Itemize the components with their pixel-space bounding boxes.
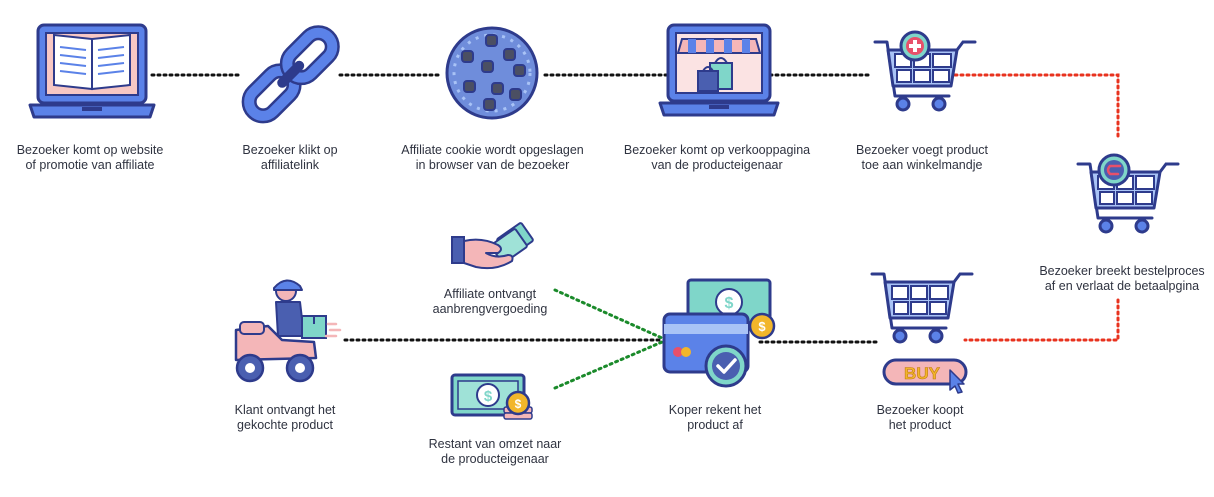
label-buy: Bezoeker koopt het product bbox=[850, 403, 990, 433]
delivery-scooter-icon bbox=[234, 279, 342, 383]
laptop-book-icon bbox=[28, 23, 156, 119]
label-buy-line2: het product bbox=[888, 418, 952, 432]
label-delivery-line1: Klant ontvangt het bbox=[234, 403, 336, 417]
label-cookie: Affiliate cookie wordt opgeslagen in bro… bbox=[385, 143, 600, 173]
label-delivery: Klant ontvangt het gekochte product bbox=[210, 403, 360, 433]
label-pay-line1: Koper rekent het bbox=[668, 403, 762, 417]
connector-addcart-abandon bbox=[953, 73, 1120, 142]
label-addcart-line1: Bezoeker voegt product bbox=[855, 143, 989, 157]
label-remainder-line1: Restant van omzet naar bbox=[428, 437, 562, 451]
connector-abandon-buy bbox=[963, 298, 1120, 342]
label-commission-line2: aanbrengvergoeding bbox=[432, 302, 548, 316]
cookie-icon bbox=[445, 26, 539, 120]
laptop-shop-icon bbox=[658, 23, 780, 117]
label-link-line1: Bezoeker klikt op bbox=[242, 143, 338, 157]
buy-button-text: BUY bbox=[904, 364, 941, 383]
label-delivery-line2: gekochte product bbox=[237, 418, 333, 432]
svg-text:$: $ bbox=[758, 319, 766, 334]
connector-pay-remainder bbox=[553, 340, 664, 390]
label-salespage-line1: Bezoeker komt op verkooppagina bbox=[623, 143, 811, 157]
cart-plus-icon bbox=[873, 30, 977, 112]
label-cookie-line2: in browser van de bezoeker bbox=[415, 158, 570, 172]
svg-text:$: $ bbox=[515, 397, 522, 411]
flow-connectors bbox=[150, 73, 1120, 390]
label-addcart: Bezoeker voegt product toe aan winkelman… bbox=[842, 143, 1002, 173]
label-link: Bezoeker klikt op affiliatelink bbox=[215, 143, 365, 173]
hand-money-icon bbox=[451, 222, 534, 270]
label-cookie-line1: Affiliate cookie wordt opgeslagen bbox=[401, 143, 584, 157]
label-website-line2: of promotie van affiliate bbox=[25, 158, 155, 172]
payment-card-icon: $ $ bbox=[662, 278, 776, 388]
label-commission: Affiliate ontvangt aanbrengvergoeding bbox=[415, 287, 565, 317]
label-pay: Koper rekent het product af bbox=[640, 403, 790, 433]
label-link-line2: affiliatelink bbox=[260, 158, 320, 172]
label-abandon-line2: af en verlaat de betaalpgina bbox=[1044, 279, 1200, 293]
label-pay-line2: product af bbox=[687, 418, 743, 432]
svg-text:$: $ bbox=[484, 388, 493, 405]
label-salespage-line2: van de producteigenaar bbox=[651, 158, 783, 172]
label-salespage: Bezoeker komt op verkooppagina van de pr… bbox=[612, 143, 822, 173]
label-website-line1: Bezoeker komt op website bbox=[16, 143, 164, 157]
money-coins-icon: $ $ bbox=[450, 373, 533, 420]
label-commission-line1: Affiliate ontvangt bbox=[443, 287, 537, 301]
label-abandon-line1: Bezoeker breekt bestelproces bbox=[1039, 264, 1205, 278]
label-abandon: Bezoeker breekt bestelproces af en verla… bbox=[1030, 264, 1214, 294]
cart-return-icon bbox=[1076, 153, 1180, 234]
cart-buy-icon: BUY bbox=[870, 272, 974, 394]
label-remainder: Restant van omzet naar de producteigenaa… bbox=[410, 437, 580, 467]
svg-text:$: $ bbox=[725, 295, 734, 312]
chain-link-icon bbox=[241, 25, 340, 124]
label-addcart-line2: toe aan winkelmandje bbox=[861, 158, 983, 172]
label-remainder-line2: de producteigenaar bbox=[441, 452, 549, 466]
label-buy-line1: Bezoeker koopt bbox=[876, 403, 964, 417]
connector-pay-commission bbox=[553, 288, 664, 340]
label-website: Bezoeker komt op website of promotie van… bbox=[5, 143, 175, 173]
